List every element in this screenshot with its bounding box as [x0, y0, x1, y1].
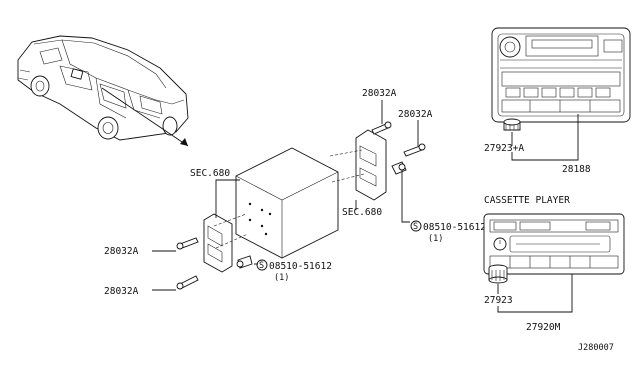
left-bracket	[203, 213, 249, 273]
knob-27923	[488, 264, 508, 284]
right-bracket	[329, 129, 387, 201]
cassette-title: CASSETTE PLAYER	[484, 195, 570, 206]
bolt-left-1	[176, 237, 199, 250]
radio-box	[235, 147, 339, 259]
vehicle-illustration	[17, 35, 189, 147]
bolt-left-2	[176, 275, 199, 290]
screw-marker-left-symbol: S	[259, 261, 264, 271]
label-unit-top: 28188	[562, 164, 591, 175]
label-bolt-left-1: 28032A	[104, 246, 139, 257]
label-knob-top: 27923+A	[484, 143, 524, 154]
label-unit-bottom: 27920M	[526, 322, 561, 333]
screw-marker-left: S	[256, 259, 268, 271]
label-sec-right: SEC.680	[342, 207, 382, 218]
head-unit-28188	[491, 27, 631, 123]
diagram-id: J280007	[578, 343, 614, 353]
label-bolt-top-1: 28032A	[362, 88, 397, 99]
label-screw-right-qty: (1)	[428, 234, 443, 244]
label-screw-right-code: 08510-51612	[423, 222, 486, 233]
label-screw-left-code: 08510-51612	[269, 261, 332, 272]
leader-lines-top-unit	[511, 114, 579, 161]
label-sec-left: SEC.680	[190, 168, 230, 179]
screw-marker-right-symbol: S	[413, 222, 418, 232]
cassette-player-27920m	[483, 213, 625, 275]
leader-lines-cassette	[497, 274, 573, 313]
screw-marker-right: S	[410, 220, 422, 232]
screw-right	[391, 161, 407, 175]
label-bolt-left-2: 28032A	[104, 286, 139, 297]
label-knob-bottom: 27923	[484, 295, 513, 306]
label-screw-left-qty: (1)	[274, 273, 289, 283]
bolt-top-2	[403, 143, 426, 157]
screw-left	[236, 255, 253, 269]
bolt-top-1	[371, 121, 392, 135]
label-bolt-top-2: 28032A	[398, 109, 433, 120]
leader-lines	[152, 100, 419, 291]
knob-27923-a	[503, 118, 521, 131]
